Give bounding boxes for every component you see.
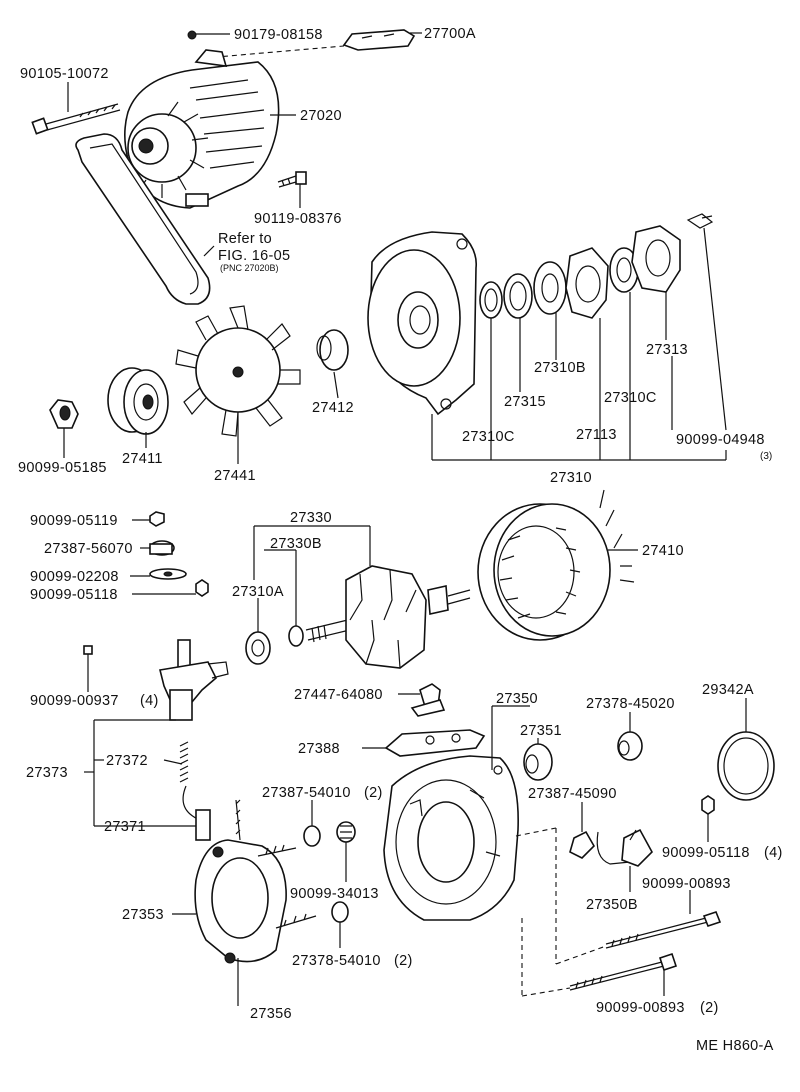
label-qty-3: (3) xyxy=(760,451,772,462)
drive-end-bearing-set-part xyxy=(479,213,714,319)
label-27441: 27441 xyxy=(214,468,256,484)
label-90099-02208: 90099-02208 xyxy=(30,569,119,585)
pulley-part xyxy=(107,367,169,435)
label-27020: 27020 xyxy=(300,108,342,124)
part-labels: 90179-08158 27700A 90105-10072 27020 901… xyxy=(18,26,783,1054)
label-27447-64080: 27447-64080 xyxy=(294,687,383,703)
fan-part xyxy=(175,305,301,437)
terminal-27447-part xyxy=(410,683,446,717)
label-27310B: 27310B xyxy=(534,360,586,376)
bolt-90105-10072-part xyxy=(31,103,121,135)
label-27315: 27315 xyxy=(504,394,546,410)
label-90099-00893-a: 90099-00893 xyxy=(642,876,731,892)
label-27387-54010: 27387-54010 xyxy=(262,785,351,801)
spacer-27412-part xyxy=(316,329,349,371)
screw-90099-00937-part xyxy=(83,645,93,666)
label-27310C-a: 27310C xyxy=(604,390,657,406)
cap-27351-part xyxy=(523,743,553,781)
label-90099-05118-b: 90099-05118 xyxy=(662,845,750,861)
washer-90099-02208-part xyxy=(149,568,187,580)
label-qty-4-b: (4) xyxy=(764,845,783,861)
terminal-cover-part xyxy=(187,29,416,59)
label-90105-10072: 90105-10072 xyxy=(20,66,109,82)
label-27700A: 27700A xyxy=(424,26,476,42)
label-27350: 27350 xyxy=(496,691,538,707)
label-90119-08376: 90119-08376 xyxy=(254,211,342,227)
rotor-part xyxy=(305,565,471,669)
label-90099-04948: 90099-04948 xyxy=(676,432,765,448)
label-27378-54010: 27378-54010 xyxy=(292,953,381,969)
label-90099-34013: 90099-34013 xyxy=(290,886,379,902)
label-27350B: 27350B xyxy=(586,897,638,913)
label-pnc-ref: (PNC 27020B) xyxy=(220,263,279,273)
nut-90099-34013-part xyxy=(336,821,356,843)
drawing-id: ME H860-A xyxy=(696,1038,774,1054)
through-bolt-90099-00893-a-part xyxy=(605,911,722,949)
label-fig-ref: FIG. 16-05 xyxy=(218,248,290,264)
label-qty-2-a: (2) xyxy=(364,785,383,801)
through-bolt-90099-00893-b-part xyxy=(569,952,678,991)
label-27388: 27388 xyxy=(298,741,340,757)
brush-27371-part xyxy=(182,785,211,841)
label-qty-2-c: (2) xyxy=(700,1000,719,1016)
label-qty-4-a: (4) xyxy=(140,693,159,709)
label-27113: 27113 xyxy=(576,427,617,443)
rear-end-frame-part xyxy=(383,755,519,921)
label-90099-00893-b: 90099-00893 xyxy=(596,1000,685,1016)
label-27410: 27410 xyxy=(642,543,684,559)
label-27387-56070: 27387-56070 xyxy=(44,541,133,557)
label-27313: 27313 xyxy=(646,342,688,358)
label-refer-to: Refer to xyxy=(218,231,272,247)
wire-27350B-part xyxy=(596,828,653,867)
label-27372: 27372 xyxy=(106,753,148,769)
spring-27372-part xyxy=(179,741,189,783)
insulator-27387-45090-part xyxy=(569,830,595,859)
label-27310C-b: 27310C xyxy=(462,429,515,445)
leader-lines xyxy=(63,32,747,1006)
bolt-90119-08376-part xyxy=(277,171,307,188)
label-27373: 27373 xyxy=(26,765,68,781)
label-29342A: 29342A xyxy=(702,682,754,698)
alternator-assembly-part xyxy=(124,49,280,209)
insulator-27387-54010-part xyxy=(303,825,321,847)
label-27353: 27353 xyxy=(122,907,164,923)
label-27371: 27371 xyxy=(104,819,146,835)
label-90099-00937: 90099-00937 xyxy=(30,693,119,709)
drive-end-frame-part xyxy=(367,231,478,416)
v-belt-part xyxy=(75,133,211,305)
label-27330: 27330 xyxy=(290,510,332,526)
insulator-27378-54010-part xyxy=(331,901,349,923)
nut-90099-05185-part xyxy=(49,399,79,429)
label-27351: 27351 xyxy=(520,723,562,739)
label-90099-05118-a: 90099-05118 xyxy=(30,587,118,603)
label-27411: 27411 xyxy=(122,451,163,467)
nut-90099-05119-part xyxy=(149,511,165,527)
label-27310: 27310 xyxy=(550,470,592,486)
label-27310A: 27310A xyxy=(232,584,284,600)
label-90099-05185: 90099-05185 xyxy=(18,460,107,476)
nut-90099-05118-b-part xyxy=(701,795,715,815)
plate-27388-part xyxy=(384,729,486,757)
rectifier-part xyxy=(194,799,317,1000)
cover-27330B-part xyxy=(288,625,304,647)
label-qty-2-b: (2) xyxy=(394,953,413,969)
label-90179-08158: 90179-08158 xyxy=(234,27,323,43)
nut-90099-05118-part xyxy=(195,579,209,597)
label-27378-45020: 27378-45020 xyxy=(586,696,675,712)
label-27412: 27412 xyxy=(312,400,354,416)
label-27356: 27356 xyxy=(250,1006,292,1022)
bearing-27310A-part xyxy=(245,631,271,665)
label-27387-45090: 27387-45090 xyxy=(528,786,617,802)
cap-27378-45020-part xyxy=(617,731,643,761)
collar-27387-56070-part xyxy=(149,540,175,556)
label-90099-05119: 90099-05119 xyxy=(30,513,118,529)
brush-holder-part xyxy=(159,639,229,721)
label-27330B: 27330B xyxy=(270,536,322,552)
stator-part xyxy=(477,489,635,641)
o-ring-part xyxy=(717,731,775,801)
